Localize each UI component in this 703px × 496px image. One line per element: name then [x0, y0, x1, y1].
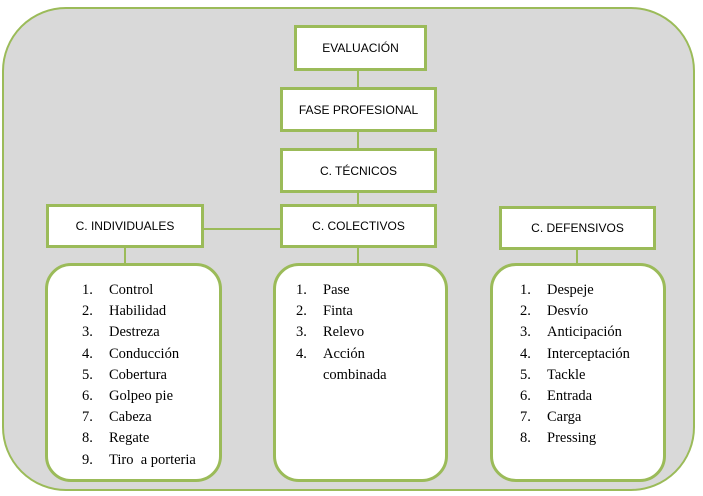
- box-tecnicos: C. TÉCNICOS: [280, 148, 437, 193]
- list-item-text: Carga: [547, 409, 582, 426]
- list-item: 5. Tackle: [520, 365, 655, 386]
- list-item-text: Desvío: [547, 303, 589, 320]
- connector-evaluacion-fase: [357, 70, 359, 89]
- list-item: 8. Pressing: [520, 428, 655, 449]
- list-item: 7. Cabeza: [82, 407, 211, 428]
- list-individuales-items: 1. Control 2. Habilidad 3. Destreza 4. Condu…: [82, 280, 211, 471]
- list-item-number: 6.: [520, 388, 531, 405]
- list-item-number: 3.: [520, 324, 531, 341]
- list-item-text: Tackle: [547, 366, 586, 383]
- list-item-number: 2.: [520, 303, 531, 320]
- connector-tecnicos-colectivos: [357, 192, 359, 205]
- list-item: 9. Tiro a porteria: [82, 450, 211, 471]
- list-item-number: 2.: [82, 303, 93, 320]
- list-item-text: Anticipación: [547, 324, 622, 341]
- list-item-number: 8.: [82, 430, 93, 447]
- list-item-number: 7.: [520, 409, 531, 426]
- list-item: 4. Interceptación: [520, 344, 655, 365]
- list-item-text: Destreza: [109, 324, 160, 341]
- list-item-number: 6.: [82, 388, 93, 405]
- list-colectivos: 1. Pase 2. Finta 3. Relevo 4. Acción combina…: [273, 263, 448, 482]
- connector-colectivos-list: [357, 247, 359, 265]
- list-item: 4. Conducción: [82, 344, 211, 365]
- list-item-text: Cobertura: [109, 366, 167, 383]
- list-item-text: Control: [109, 282, 154, 298]
- list-item: 5. Cobertura: [82, 365, 211, 386]
- box-fase-profesional: FASE PROFESIONAL: [280, 87, 437, 132]
- list-item-number: 3.: [296, 324, 307, 341]
- list-item-number: 7.: [82, 409, 93, 426]
- list-item-number: 4.: [82, 345, 93, 362]
- list-item: 3. Relevo: [296, 322, 437, 343]
- list-item-number: 8.: [520, 430, 531, 447]
- list-item-number: 1.: [82, 282, 93, 298]
- list-defensivos: 1. Despeje 2. Desvío 3. Anticipación 4. Inte…: [490, 263, 666, 482]
- list-individuales: 1. Control 2. Habilidad 3. Destreza 4. Condu…: [45, 263, 222, 482]
- box-fase-label: FASE PROFESIONAL: [298, 102, 419, 117]
- list-item: 2. Desvío: [520, 301, 655, 322]
- box-colectivos: C. COLECTIVOS: [280, 204, 437, 248]
- list-item: 6. Entrada: [520, 386, 655, 407]
- list-item-number: 1.: [296, 282, 307, 298]
- box-individuales-label: C. INDIVIDUALES: [75, 219, 175, 233]
- list-item: 1. Pase: [296, 280, 437, 301]
- list-item-number: 2.: [296, 303, 307, 320]
- list-item: 1. Despeje: [520, 280, 655, 301]
- list-item-text: Habilidad: [109, 303, 167, 320]
- box-evaluacion: EVALUACIÓN: [294, 25, 427, 71]
- list-item-text: Finta: [323, 303, 353, 320]
- connector-fase-tecnicos: [357, 130, 359, 150]
- list-item-text: Pressing: [547, 430, 597, 447]
- list-item-text: Entrada: [547, 388, 593, 405]
- list-item-number: 3.: [82, 324, 93, 341]
- list-item-number: 5.: [520, 366, 531, 383]
- list-item: 2. Habilidad: [82, 301, 211, 322]
- list-item: 2. Finta: [296, 301, 437, 322]
- list-item-number: 1.: [520, 282, 531, 298]
- list-item: 8. Regate: [82, 428, 211, 449]
- box-colectivos-label: C. COLECTIVOS: [312, 219, 405, 233]
- list-item-text: Despeje: [547, 282, 594, 298]
- connector-individuales-list: [124, 247, 126, 265]
- list-item-text: Interceptación: [547, 345, 630, 362]
- box-defensivos: C. DEFENSIVOS: [499, 206, 656, 250]
- list-item: 6. Golpeo pie: [82, 386, 211, 407]
- box-individuales: C. INDIVIDUALES: [46, 204, 204, 248]
- list-item-text: Acción combinada: [323, 345, 387, 383]
- list-item: 7. Carga: [520, 407, 655, 428]
- connector-defensivos-list: [576, 249, 578, 265]
- list-item-text: Regate: [109, 430, 150, 447]
- list-item-text: Pase: [323, 282, 350, 298]
- list-item-number: 4.: [520, 345, 531, 362]
- list-item: 4. Acción combinada: [296, 344, 437, 386]
- list-item-number: 5.: [82, 366, 93, 383]
- list-item-text: Cabeza: [109, 409, 152, 426]
- list-item-text: Golpeo pie: [109, 388, 174, 405]
- list-item: 1. Control: [82, 280, 211, 301]
- list-defensivos-items: 1. Despeje 2. Desvío 3. Anticipación 4. Inte…: [520, 280, 655, 450]
- box-defensivos-label: C. DEFENSIVOS: [531, 221, 624, 235]
- list-item-number: 9.: [82, 451, 93, 468]
- box-evaluacion-label: EVALUACIÓN: [322, 41, 399, 55]
- list-item-number: 4.: [296, 345, 307, 362]
- list-item-text: Relevo: [323, 324, 365, 341]
- connector-individuales-colectivos: [203, 228, 281, 230]
- box-tecnicos-label: C. TÉCNICOS: [319, 163, 398, 178]
- list-item-text: Tiro a porteria: [109, 451, 196, 468]
- list-colectivos-items: 1. Pase 2. Finta 3. Relevo 4. Acción combina…: [296, 280, 437, 386]
- list-item-text: Conducción: [109, 345, 180, 362]
- list-item: 3. Anticipación: [520, 322, 655, 343]
- list-item: 3. Destreza: [82, 322, 211, 343]
